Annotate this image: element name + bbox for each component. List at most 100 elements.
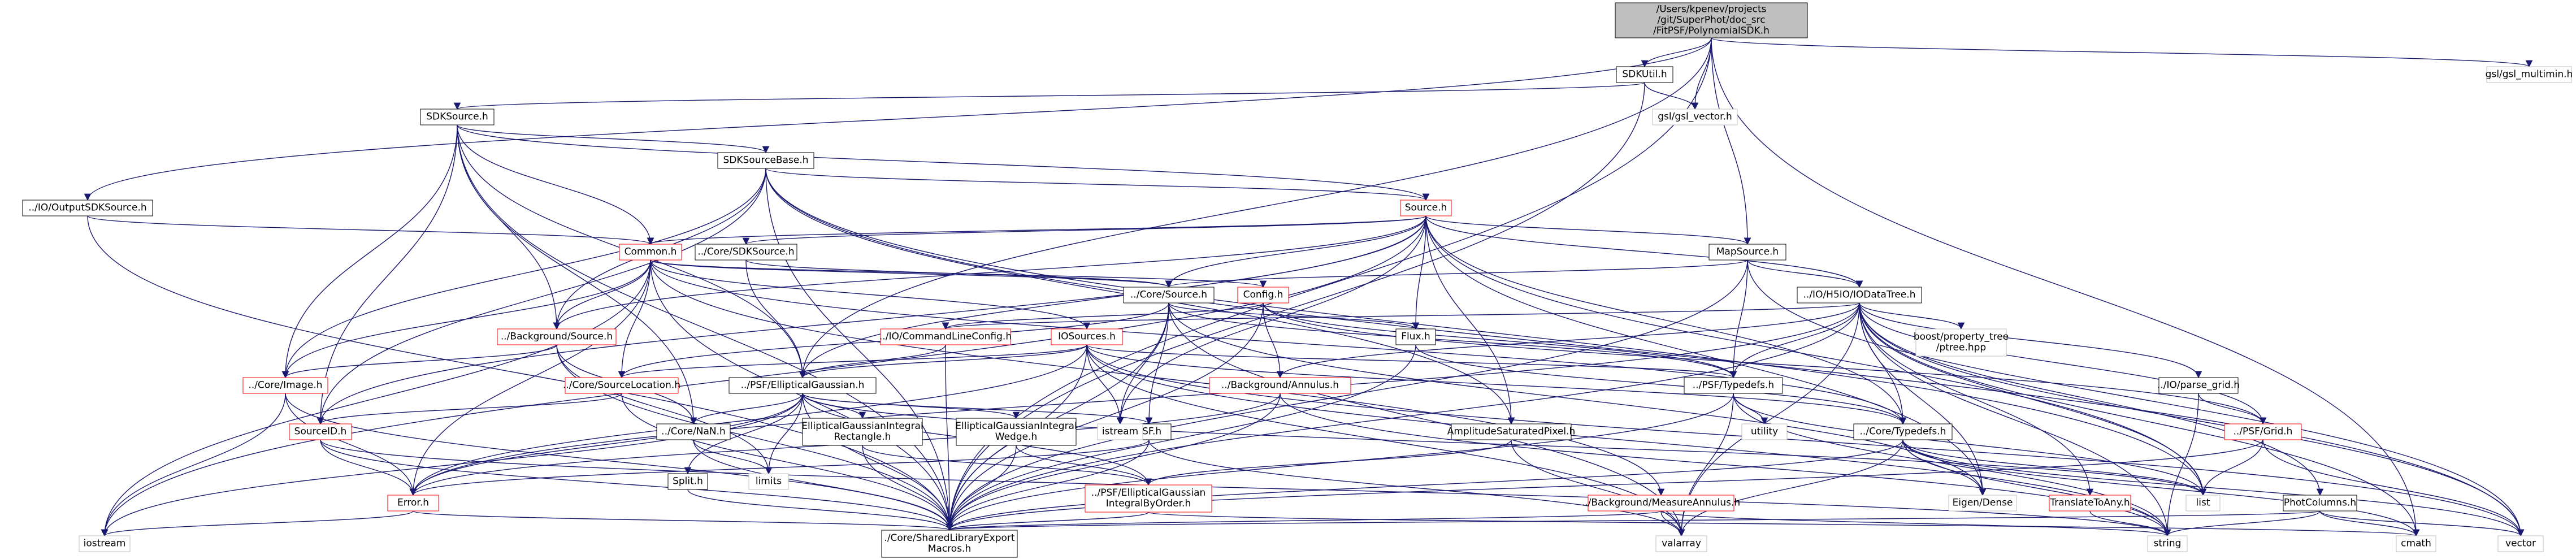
edge-mapsource-to-vector	[1747, 259, 2525, 537]
edge-root-to-gslvector	[1691, 37, 1712, 110]
node-bgsource[interactable]: ../Background/Source.h	[497, 328, 617, 345]
node-parsegrid[interactable]: ../IO/parse_grid.h	[2157, 377, 2240, 394]
node-vector: vector	[2497, 535, 2544, 552]
node-cmath: cmath	[2396, 535, 2436, 552]
node-ampsat[interactable]: AmplitudeSaturatedPixel.h	[1447, 423, 1576, 440]
edge-source-to-coretypedefs	[1425, 215, 1907, 425]
edge-sourceid-to-error	[320, 439, 417, 496]
node-label: gsl/gsl_multimin.h	[2486, 69, 2573, 80]
node-coresdksource[interactable]: ../Core/SDKSource.h	[695, 244, 797, 261]
node-box	[802, 418, 923, 446]
edge-mapsource-to-psftypedefs	[1729, 259, 1748, 379]
node-label: MapSource.h	[1716, 246, 1779, 258]
edge-egirect-to-egibyorder	[862, 445, 1152, 486]
node-sourceid[interactable]: SourceID.h	[289, 423, 352, 440]
node-label: /ptree.hpp	[1936, 342, 1986, 353]
node-box	[1615, 2, 1808, 38]
edge-common-to-iosources	[650, 259, 1091, 330]
node-label: /FitPSF/PolynomialSDK.h	[1653, 25, 1770, 37]
node-iodatatree[interactable]: ../IO/H5IO/IODataTree.h	[1797, 287, 1922, 304]
edge-egiwedge-to-sharedlib	[946, 445, 1017, 531]
node-cmdline[interactable]: ../IO/CommandLineConfig.h	[879, 328, 1012, 345]
edge-iosources-to-srcloc	[618, 344, 1087, 379]
edge-iodatatree-to-eigendense	[1859, 302, 1987, 496]
edge-iosources-to-vector	[1086, 344, 2525, 537]
node-split[interactable]: Split.h	[667, 473, 708, 490]
edge-egiwedge-to-egibyorder	[1016, 445, 1152, 486]
node-srcloc[interactable]: ../Core/SourceLocation.h	[563, 377, 680, 394]
node-coretypedefs[interactable]: ../Core/Typedefs.h	[1853, 423, 1953, 440]
edge-ellgauss-to-list	[802, 393, 2206, 496]
node-gslvector: gsl/gsl_vector.h	[1652, 109, 1738, 125]
node-box	[1097, 423, 1143, 440]
node-label: /git/SuperPhot/doc_src	[1657, 15, 1765, 26]
node-box	[1395, 328, 1436, 345]
node-photcolumns[interactable]: PhotColumns.h	[2283, 495, 2357, 512]
node-outputsdk[interactable]: ../IO/OutputSDKSource.h	[22, 200, 153, 216]
node-box	[2497, 535, 2544, 552]
node-iosources[interactable]: IOSources.h	[1051, 328, 1123, 345]
edge-source-to-eigendense	[1425, 215, 1987, 496]
node-label: SDKSource.h	[426, 111, 488, 123]
node-box	[22, 200, 153, 216]
node-box	[1209, 377, 1351, 394]
node-label: Config.h	[1243, 289, 1283, 301]
node-label: Flux.h	[1401, 331, 1430, 343]
edge-ellgauss-to-iostream	[101, 393, 803, 537]
node-toany[interactable]: TranslateToAny.h	[2049, 495, 2131, 512]
edge-mapsource-to-iodatatree	[1747, 259, 1863, 288]
edge-config-to-psfgrid	[1263, 302, 2267, 425]
node-label: EllipticalGaussianIntegral	[801, 421, 923, 432]
node-corenan[interactable]: ../Core/NaN.h	[656, 423, 731, 440]
node-coresource[interactable]: ../Core/Source.h	[1123, 287, 1215, 304]
node-box	[748, 473, 789, 490]
node-coreimage[interactable]: ../Core/Image.h	[242, 377, 328, 394]
node-box	[1684, 377, 1783, 394]
node-box	[956, 418, 1077, 446]
node-egibyorder[interactable]: ../PSF/EllipticalGaussianIntegralByOrder…	[1085, 484, 1212, 513]
edge-mapsource-to-coresource	[1165, 259, 1748, 288]
edge-iodatatree-to-vector	[1859, 302, 2525, 537]
edge-sdksource-to-bgsource	[457, 124, 561, 330]
node-box	[667, 473, 708, 490]
node-flux[interactable]: Flux.h	[1395, 328, 1436, 345]
node-sdksourcebase[interactable]: SDKSourceBase.h	[717, 152, 814, 169]
node-bgmeasure[interactable]: ../Background/MeasureAnnulus.h	[1582, 495, 1740, 512]
node-psftypedefs[interactable]: ../PSF/Typedefs.h	[1684, 377, 1783, 394]
node-label: /Users/kpenev/projects	[1656, 4, 1766, 15]
node-box	[2224, 423, 2302, 440]
node-source[interactable]: Source.h	[1400, 200, 1452, 216]
node-common[interactable]: Common.h	[619, 244, 682, 261]
node-psfgrid[interactable]: ../PSF/Grid.h	[2224, 423, 2302, 440]
node-label: ../Core/Typedefs.h	[1860, 426, 1946, 437]
edge-sourceid-to-string	[320, 439, 2171, 537]
node-box	[1853, 423, 1953, 440]
node-box	[1616, 66, 1673, 83]
node-bgannulus[interactable]: ../Background/Annulus.h	[1209, 377, 1351, 394]
node-sdkutil[interactable]: SDKUtil.h	[1616, 66, 1673, 83]
node-box	[1451, 423, 1572, 440]
node-label: IOSources.h	[1058, 331, 1116, 343]
node-config[interactable]: Config.h	[1237, 287, 1289, 304]
edge-error-to-iostream	[101, 510, 414, 537]
node-sdksource[interactable]: SDKSource.h	[420, 109, 495, 125]
node-ellgauss[interactable]: ../PSF/EllipticalGaussian.h	[728, 377, 877, 394]
edge-config-to-sharedlib	[946, 302, 1264, 531]
node-mapsource[interactable]: MapSource.h	[1708, 244, 1786, 261]
node-label: ./Core/SharedLibraryExport	[884, 532, 1014, 544]
node-label: AmplitudeSaturatedPixel.h	[1447, 426, 1576, 437]
edge-iosources-to-error	[409, 344, 1087, 496]
edge-config-to-cmdline	[942, 302, 1264, 330]
edge-iodatatree-to-error	[409, 302, 1860, 496]
node-root[interactable]: /Users/kpenev/projects/git/SuperPhot/doc…	[1615, 2, 1808, 38]
node-error[interactable]: Error.h	[387, 495, 439, 512]
edge-iosources-to-coretypedefs	[1086, 344, 1907, 425]
edge-coresource-to-flux	[1168, 302, 1420, 330]
edge-photcolumns-to-sharedlib	[947, 510, 2321, 531]
edge-coresdksource-to-coresource	[745, 259, 1172, 288]
edge-flux-to-coretypedefs	[1415, 344, 1907, 425]
node-box	[2283, 495, 2357, 512]
